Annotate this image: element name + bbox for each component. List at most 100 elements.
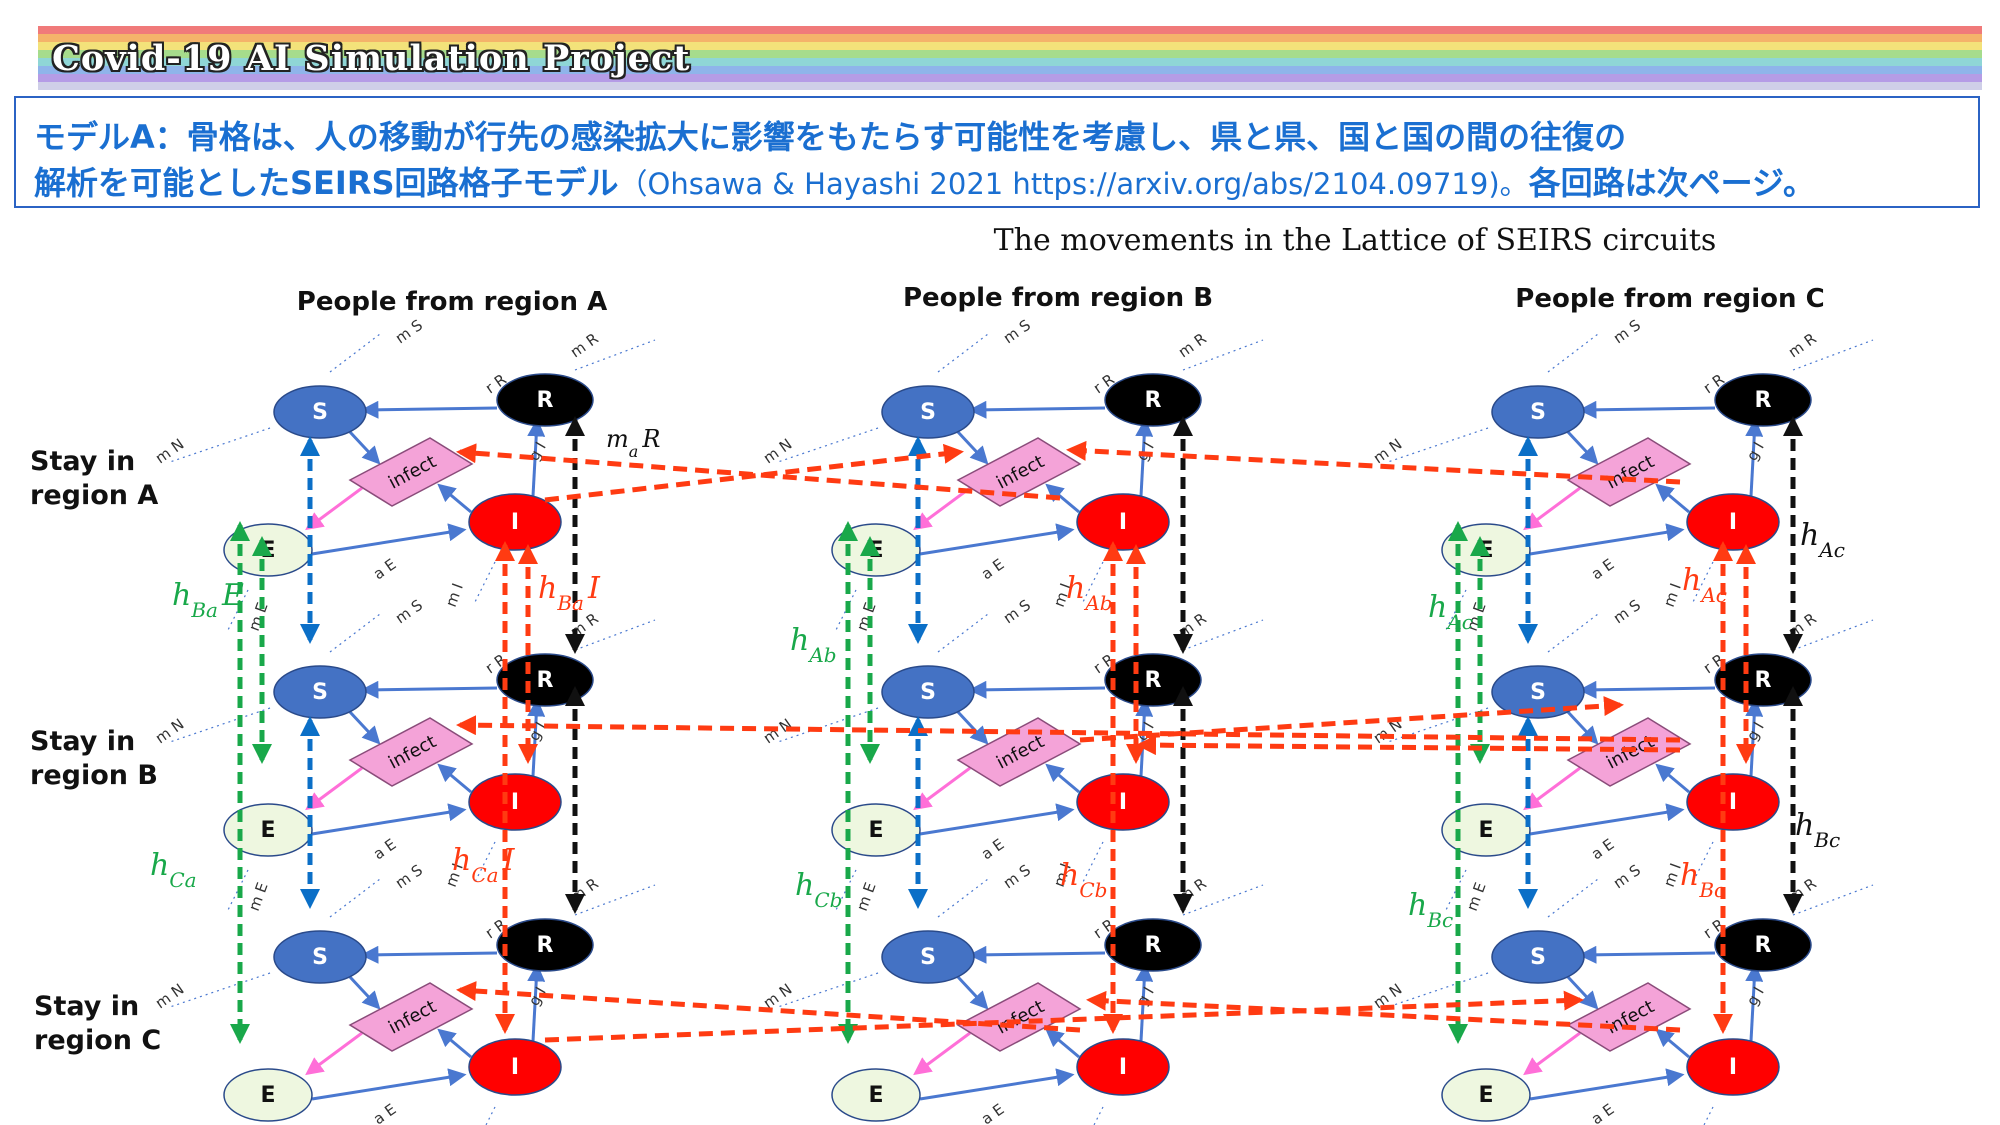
migration-line-i — [1692, 561, 1714, 603]
flow-e-to-i — [311, 1068, 467, 1101]
label-mi: m I — [442, 581, 467, 610]
label-h-ac-red: hAc — [1682, 563, 1727, 607]
flow-i-to-r — [527, 418, 546, 497]
red-h-arrow-7 — [456, 981, 1081, 1033]
migration-line-n — [1387, 427, 1489, 463]
label-mr: m R — [1175, 874, 1210, 906]
node-i — [468, 1038, 562, 1096]
row-label-c: Stay in region C — [34, 991, 161, 1056]
node-r-label: R — [1755, 388, 1772, 413]
label-mn: m N — [760, 435, 795, 467]
flow-infect-to-e — [305, 486, 363, 531]
node-i-label: I — [1729, 1055, 1737, 1080]
label-ms: m S — [1000, 596, 1034, 627]
label-me: m E — [245, 600, 272, 633]
red-h-arrow-6 — [1136, 735, 1681, 756]
flow-e-to-i — [311, 803, 467, 836]
infect-node — [1566, 982, 1692, 1052]
migration-line-s — [329, 878, 381, 918]
migration-line-s — [1547, 333, 1599, 373]
migration-line-i — [1082, 841, 1104, 883]
flow-infect-to-e — [1523, 1031, 1581, 1076]
node-i-label: I — [1729, 510, 1737, 535]
flow-r-to-s — [1578, 945, 1716, 964]
flow-r-to-s — [360, 680, 498, 699]
migration-line-s — [937, 613, 989, 653]
label-h-ac-green: hAc — [1428, 590, 1473, 634]
label-h-cb-green: hCb — [795, 868, 842, 912]
node-e-label: E — [868, 818, 883, 843]
label-ms: m S — [1610, 861, 1644, 892]
migration-line-s — [329, 333, 381, 373]
node-r-label: R — [1755, 668, 1772, 693]
label-h-ca: hCa — [150, 848, 197, 892]
heading-line2: 解析を可能としたSEIRS回路格子モデル（Ohsawa & Hayashi 20… — [34, 158, 1815, 204]
node-s-label: S — [1530, 945, 1546, 970]
column-label-b: People from region B — [903, 283, 1213, 313]
migration-line-i — [1692, 841, 1714, 883]
node-i — [468, 493, 562, 551]
migration-line-n — [777, 427, 879, 463]
node-r-label: R — [1145, 933, 1162, 958]
flow-e-to-i — [1529, 1068, 1685, 1101]
flow-e-to-i — [1529, 523, 1685, 556]
migration-line-i — [1093, 1106, 1104, 1125]
row-label-b: Stay in region B — [30, 726, 158, 791]
row-label-a: Stay in region A — [30, 446, 158, 511]
migration-line-s — [937, 878, 989, 918]
label-h-ab-green: hAb — [790, 623, 837, 667]
migration-line-n — [169, 972, 271, 1008]
label-mn: m N — [152, 980, 187, 1012]
migration-line-i — [474, 841, 496, 883]
flow-r-to-s — [360, 400, 498, 419]
node-r — [1104, 373, 1202, 427]
node-s — [881, 930, 975, 984]
svg-text:region B: region B — [30, 760, 158, 791]
label-gi: g I — [1743, 439, 1768, 464]
label-h-bc-black: hBc — [1795, 808, 1840, 852]
node-s-label: S — [920, 400, 936, 425]
flow-infect-to-e — [913, 1031, 971, 1076]
label-ms: m S — [1000, 861, 1034, 892]
flow-i-to-infect — [1655, 483, 1690, 514]
migration-line-r — [1182, 619, 1264, 651]
label-me: m E — [245, 880, 272, 913]
flow-r-to-s — [1578, 400, 1716, 419]
transfer-arrows — [230, 416, 1803, 1044]
node-r — [496, 373, 594, 427]
label-ae: a E — [1588, 555, 1618, 583]
flow-i-to-r — [527, 963, 546, 1042]
red-h-arrow-5 — [1079, 696, 1624, 743]
node-i — [1686, 493, 1780, 551]
node-i — [1686, 1038, 1780, 1096]
label-me: m E — [853, 600, 880, 633]
migration-line-i — [485, 1106, 496, 1125]
migration-line-r — [1792, 884, 1874, 916]
column-label-a: People from region A — [297, 287, 607, 317]
node-e — [223, 1068, 313, 1122]
flow-e-to-i — [919, 1068, 1075, 1101]
migration-line-r — [574, 339, 656, 371]
node-s-label: S — [1530, 400, 1546, 425]
migration-line-n — [169, 427, 271, 463]
flow-infect-to-e — [1523, 486, 1581, 531]
flow-i-to-r — [1135, 418, 1154, 497]
flow-r-to-s — [968, 400, 1106, 419]
node-e — [1441, 1068, 1531, 1122]
label-ms: m S — [1000, 316, 1034, 347]
migration-line-i — [474, 561, 496, 603]
banner-title: Covid-19 AI Simulation Project — [52, 38, 691, 79]
flow-s-to-infect — [348, 975, 381, 1010]
infect-node — [348, 982, 474, 1052]
node-s — [1491, 385, 1585, 439]
label-h-ab-red: hAb — [1066, 571, 1113, 615]
node-i-label: I — [1729, 790, 1737, 815]
node-s — [273, 930, 367, 984]
node-s — [1491, 665, 1585, 719]
label-ae: a E — [370, 835, 400, 863]
node-i-label: I — [511, 1055, 519, 1080]
label-ae: a E — [1588, 835, 1618, 863]
